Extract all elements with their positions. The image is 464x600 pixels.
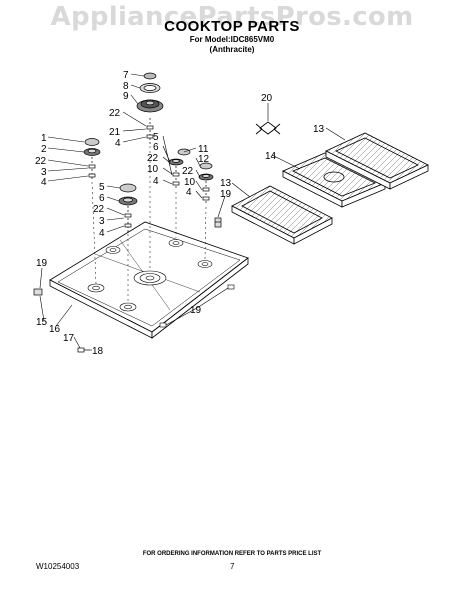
burner-stack-center [118, 183, 138, 303]
grate-support-20 [255, 121, 281, 135]
burner-stack-large [136, 72, 164, 268]
leader-lines [39, 73, 346, 351]
callout-22: 22 [35, 156, 47, 167]
grate-right-13 [325, 132, 429, 190]
burner-stack-left [83, 138, 101, 285]
callout-10: 10 [184, 177, 196, 188]
callout-4: 4 [99, 228, 105, 239]
callout-11: 11 [198, 144, 209, 155]
callout-19: 19 [220, 189, 232, 200]
callout-22: 22 [182, 166, 194, 177]
callout-22: 22 [93, 204, 105, 215]
page-number: 7 [230, 562, 235, 571]
callout-4: 4 [153, 176, 159, 187]
cooktop-burner-holes [87, 239, 213, 312]
burner-stack-center-right [168, 148, 191, 238]
callout-5: 5 [99, 182, 105, 193]
callout-5: 5 [153, 132, 159, 143]
callout-17: 17 [63, 333, 75, 344]
callout-9: 9 [123, 91, 129, 102]
callout-6: 6 [153, 142, 159, 153]
callout-7: 7 [123, 70, 129, 81]
front-trim-19 [159, 284, 235, 328]
callout-4: 4 [186, 187, 192, 198]
callout-3: 3 [41, 167, 47, 178]
document-number: W10254003 [36, 562, 80, 571]
callout-13: 13 [220, 178, 232, 189]
callout-15: 15 [36, 317, 48, 328]
callout-16: 16 [49, 324, 61, 335]
callout-19: 19 [190, 305, 202, 316]
callout-labels: 7 8 9 22 21 4 1 2 22 3 4 5 6 22 3 4 5 6 … [35, 70, 325, 357]
bracket-19-left [33, 288, 43, 296]
callout-13: 13 [313, 124, 325, 135]
screw-18 [77, 347, 90, 353]
callout-4: 4 [115, 138, 121, 149]
callout-2: 2 [41, 144, 47, 155]
watermark-text: AppliancePartsPros.com [50, 2, 414, 32]
callout-3: 3 [99, 216, 105, 227]
callout-19: 19 [36, 258, 48, 269]
callout-1: 1 [41, 133, 47, 144]
callout-18: 18 [92, 346, 104, 357]
callout-14: 14 [265, 151, 277, 162]
callout-4: 4 [41, 177, 47, 188]
callout-22: 22 [147, 153, 159, 164]
finish-line: (Anthracite) [209, 45, 255, 54]
grate-left-13 [231, 185, 333, 245]
callout-20: 20 [261, 93, 273, 104]
callout-10: 10 [147, 164, 159, 175]
callout-8: 8 [123, 81, 129, 92]
callout-22: 22 [109, 108, 121, 119]
callout-21: 21 [109, 127, 121, 138]
grate-center-14 [282, 152, 386, 208]
callout-12: 12 [198, 154, 210, 165]
callout-6: 6 [99, 193, 105, 204]
page-title: COOKTOP PARTS [164, 18, 300, 35]
bracket-19-right [214, 217, 222, 228]
model-line: For Model:IDC865VM0 [189, 35, 275, 44]
ordering-note: FOR ORDERING INFORMATION REFER TO PARTS … [142, 551, 322, 557]
